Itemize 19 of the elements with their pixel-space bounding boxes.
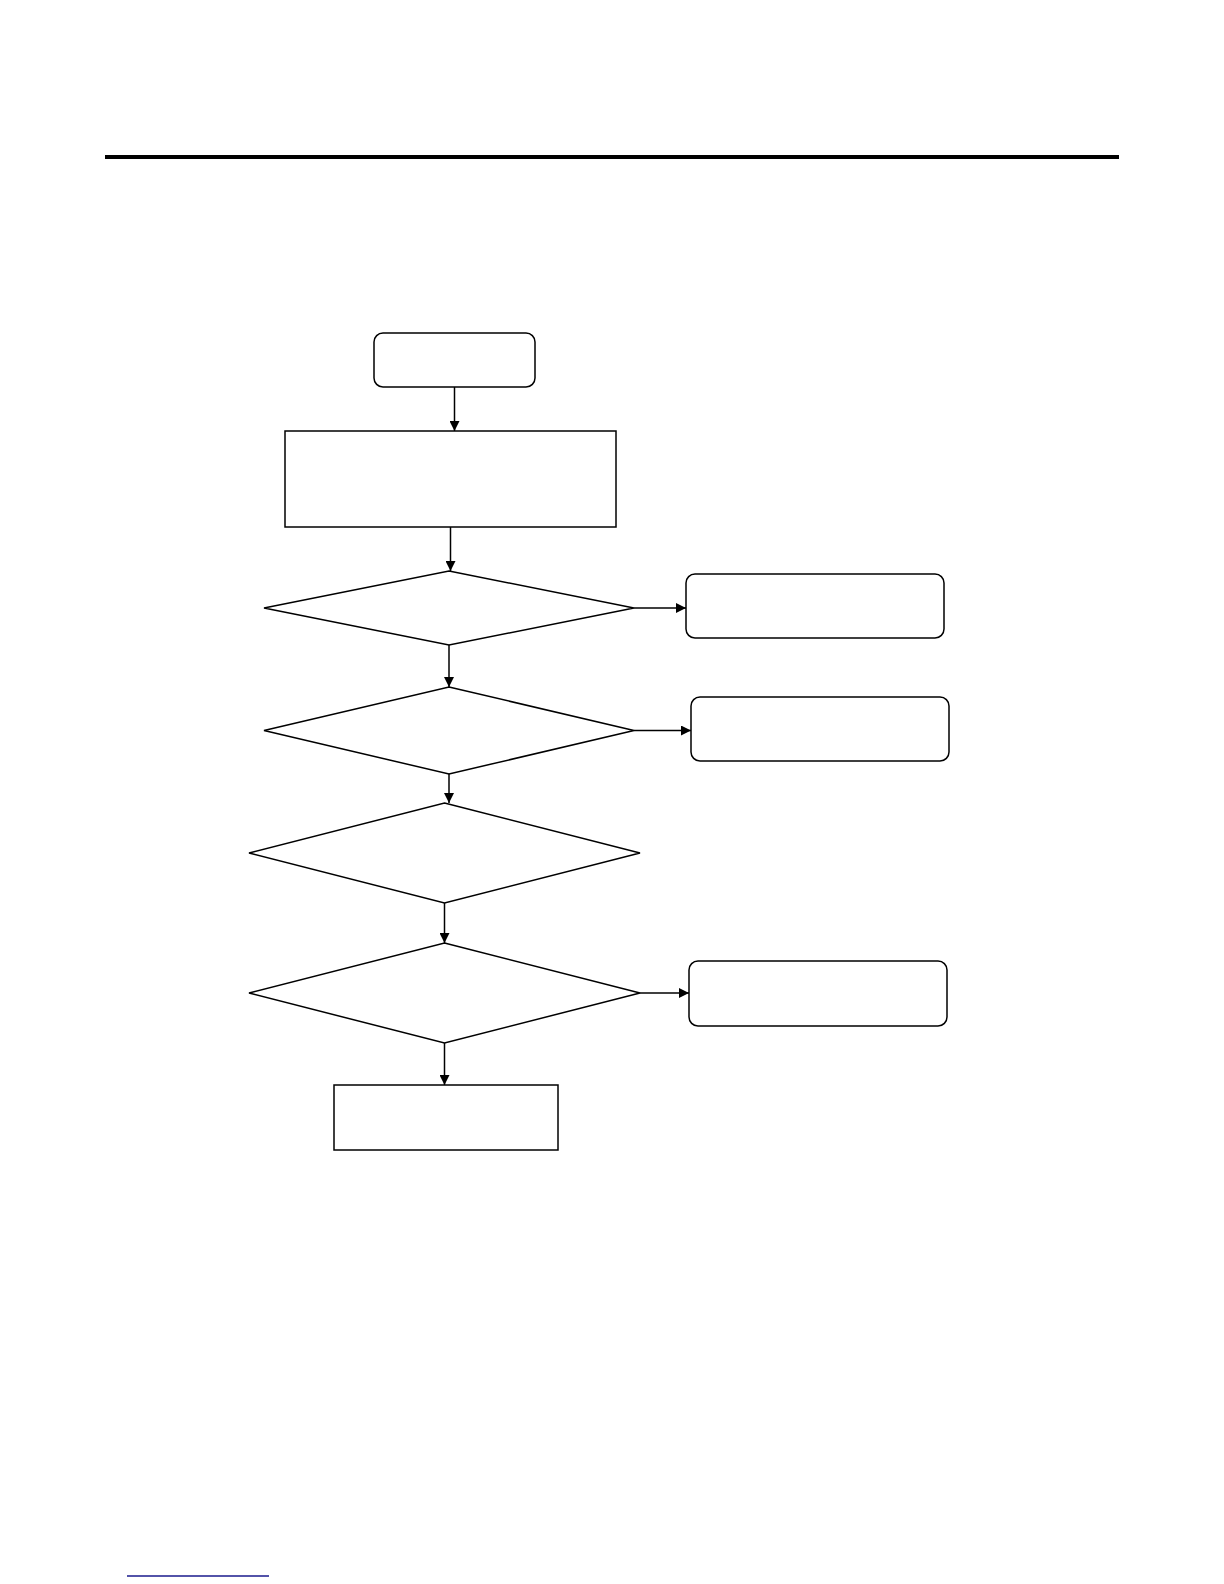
arrow: [633, 603, 687, 613]
decision-diamond: [249, 943, 640, 1043]
arrow: [633, 725, 692, 736]
process-box: [691, 697, 949, 761]
decision-diamond: [264, 687, 634, 774]
arrow: [445, 526, 456, 572]
process-box: [334, 1085, 558, 1150]
arrow: [449, 386, 460, 432]
arrow: [639, 988, 690, 998]
process-box: [285, 431, 616, 527]
arrow: [444, 644, 454, 688]
arrow: [439, 1042, 450, 1086]
decision-diamond: [249, 803, 640, 903]
process-box: [686, 574, 944, 638]
process-box: [689, 961, 947, 1026]
arrow: [439, 902, 450, 944]
arrow: [444, 773, 454, 804]
process-box: [374, 333, 535, 387]
decision-diamond: [264, 571, 634, 645]
